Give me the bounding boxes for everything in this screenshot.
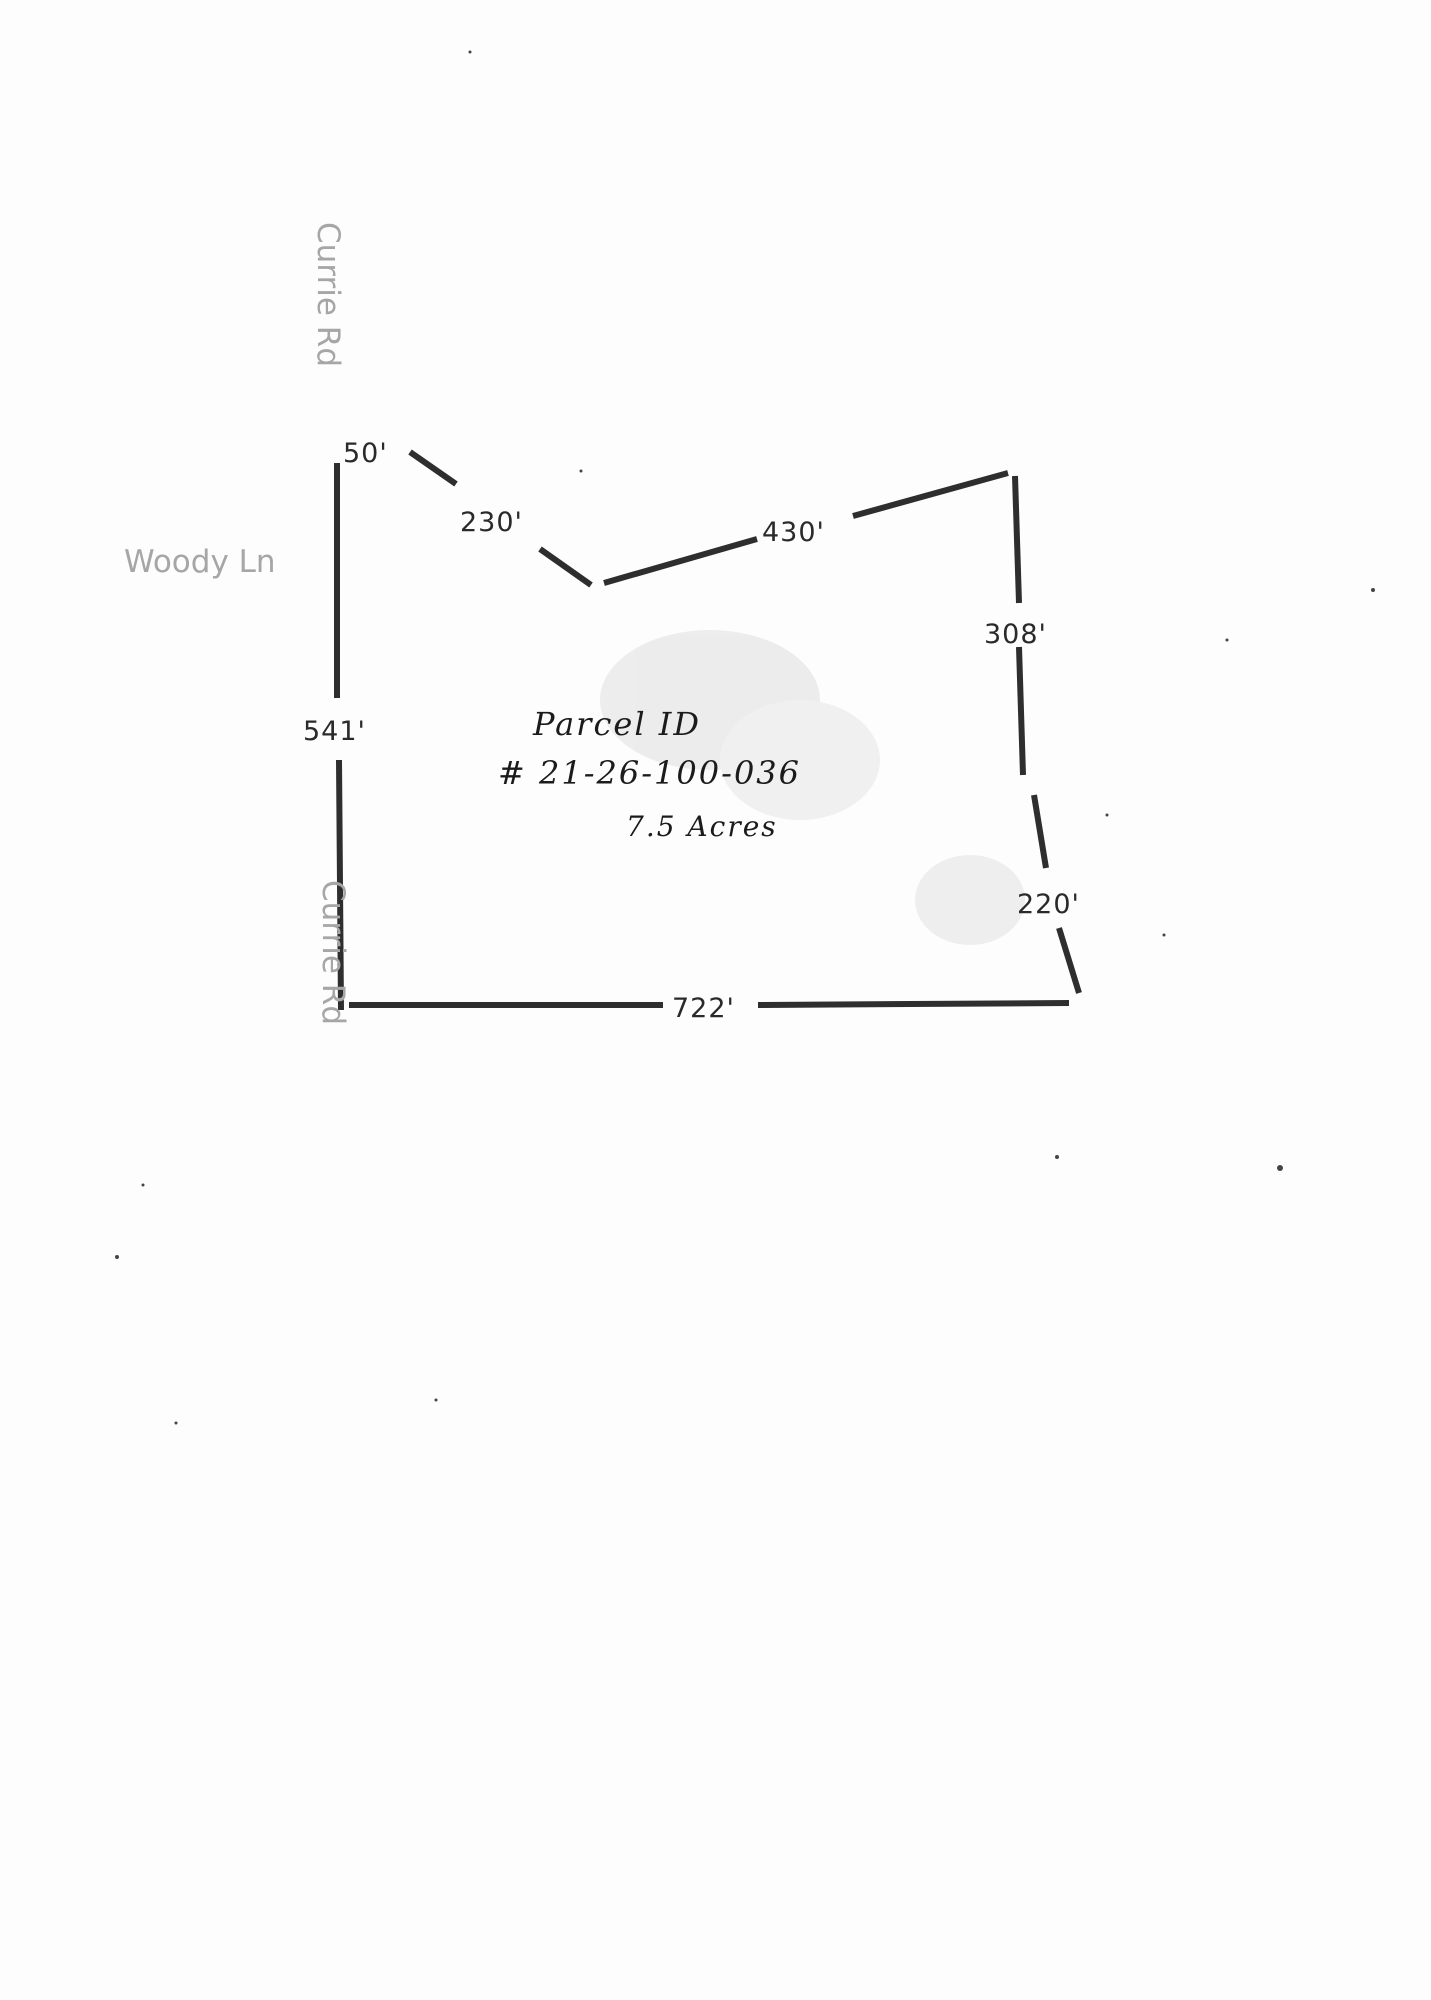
- dimension-label-east-upper: 308': [984, 619, 1047, 650]
- dimension-label-north-c: 430': [762, 517, 825, 548]
- handwritten-acreage: 7.5 Acres: [626, 810, 778, 843]
- boundary-east-upper-bottom: [1016, 646, 1026, 776]
- boundary-south-right: [757, 1000, 1070, 1008]
- scan-shading: [600, 630, 1025, 945]
- dimension-label-north-a: 50': [343, 438, 388, 469]
- dimension-label-east-lower: 220': [1017, 889, 1080, 920]
- boundary-east-lower-bottom: [1056, 927, 1082, 994]
- handwritten-parcel-id-label: Parcel ID: [532, 705, 701, 743]
- boundary-north-b: [538, 546, 593, 588]
- boundary-north-a: [408, 449, 458, 487]
- road-label-currie-bottom: Currie Rd: [315, 880, 351, 1025]
- road-label-currie-top: Currie Rd: [310, 222, 346, 367]
- boundary-east-upper-top: [1012, 475, 1022, 604]
- dimension-label-west: 541': [303, 716, 366, 747]
- handwritten-parcel-number: # 21-26-100-036: [498, 754, 801, 792]
- boundary-west-bottom: [336, 759, 344, 1011]
- scan-specks: [115, 50, 1375, 1425]
- dimension-label-north-b: 230': [460, 507, 523, 538]
- dimension-label-south: 722': [672, 993, 735, 1024]
- boundary-north-c-right: [852, 470, 1009, 519]
- parcel-boundary: [334, 449, 1082, 1011]
- boundary-north-c-left: [603, 536, 758, 586]
- boundary-east-lower-top: [1031, 794, 1049, 869]
- road-label-woody: Woody Ln: [124, 544, 276, 580]
